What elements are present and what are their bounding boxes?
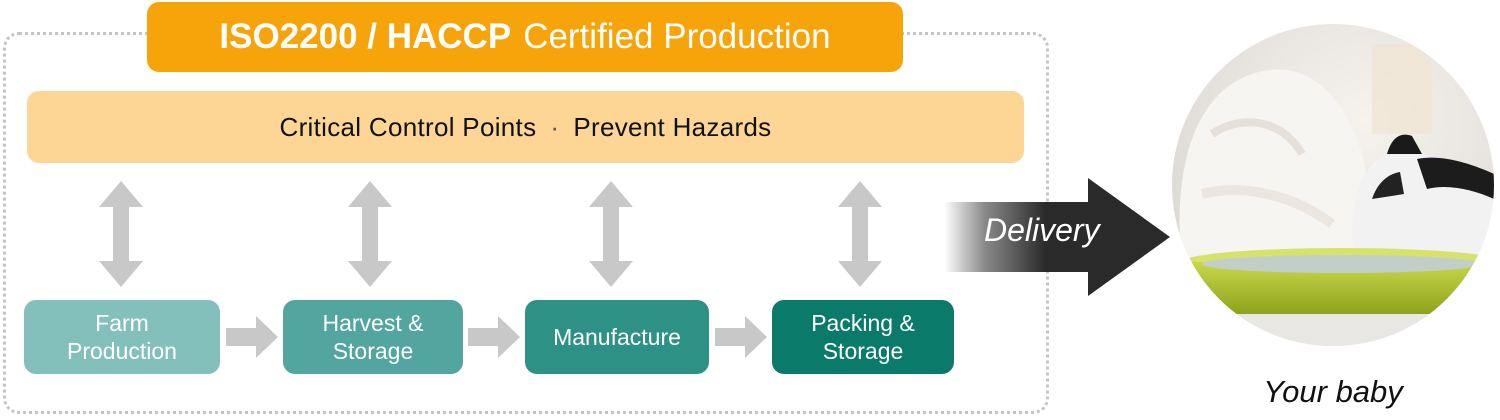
prevent-hazards-label: Prevent Hazards — [573, 111, 772, 142]
control-points-bar: Critical Control Points · Prevent Hazard… — [27, 91, 1024, 163]
right-arrow-icon-2 — [468, 316, 520, 358]
right-arrow-icon-1 — [226, 316, 278, 358]
separator-dot: · — [550, 111, 560, 142]
right-arrow-icon-3 — [715, 316, 767, 358]
stage-manufacture: Manufacture — [525, 300, 709, 374]
your-baby-caption: Your baby — [1263, 374, 1403, 409]
pets-photo — [1172, 24, 1494, 346]
title-normal: Certified Production — [523, 17, 831, 56]
title-bold: ISO2200 / HACCP — [219, 17, 512, 56]
delivery-label: Delivery — [984, 212, 1100, 248]
stage-harvest-storage: Harvest & Storage — [283, 300, 463, 374]
delivery-arrow-icon — [944, 178, 1170, 296]
title-banner: ISO2200 / HACCP Certified Production — [147, 2, 903, 72]
double-arrow-icon-3 — [589, 181, 633, 287]
double-arrow-icon-4 — [838, 181, 882, 287]
stage-packing-storage: Packing & Storage — [772, 300, 954, 374]
control-points-label: Critical Control Points — [279, 111, 537, 142]
double-arrow-icon-2 — [348, 181, 392, 287]
stage-farm-production: Farm Production — [24, 300, 220, 374]
double-arrow-icon-1 — [99, 181, 143, 287]
